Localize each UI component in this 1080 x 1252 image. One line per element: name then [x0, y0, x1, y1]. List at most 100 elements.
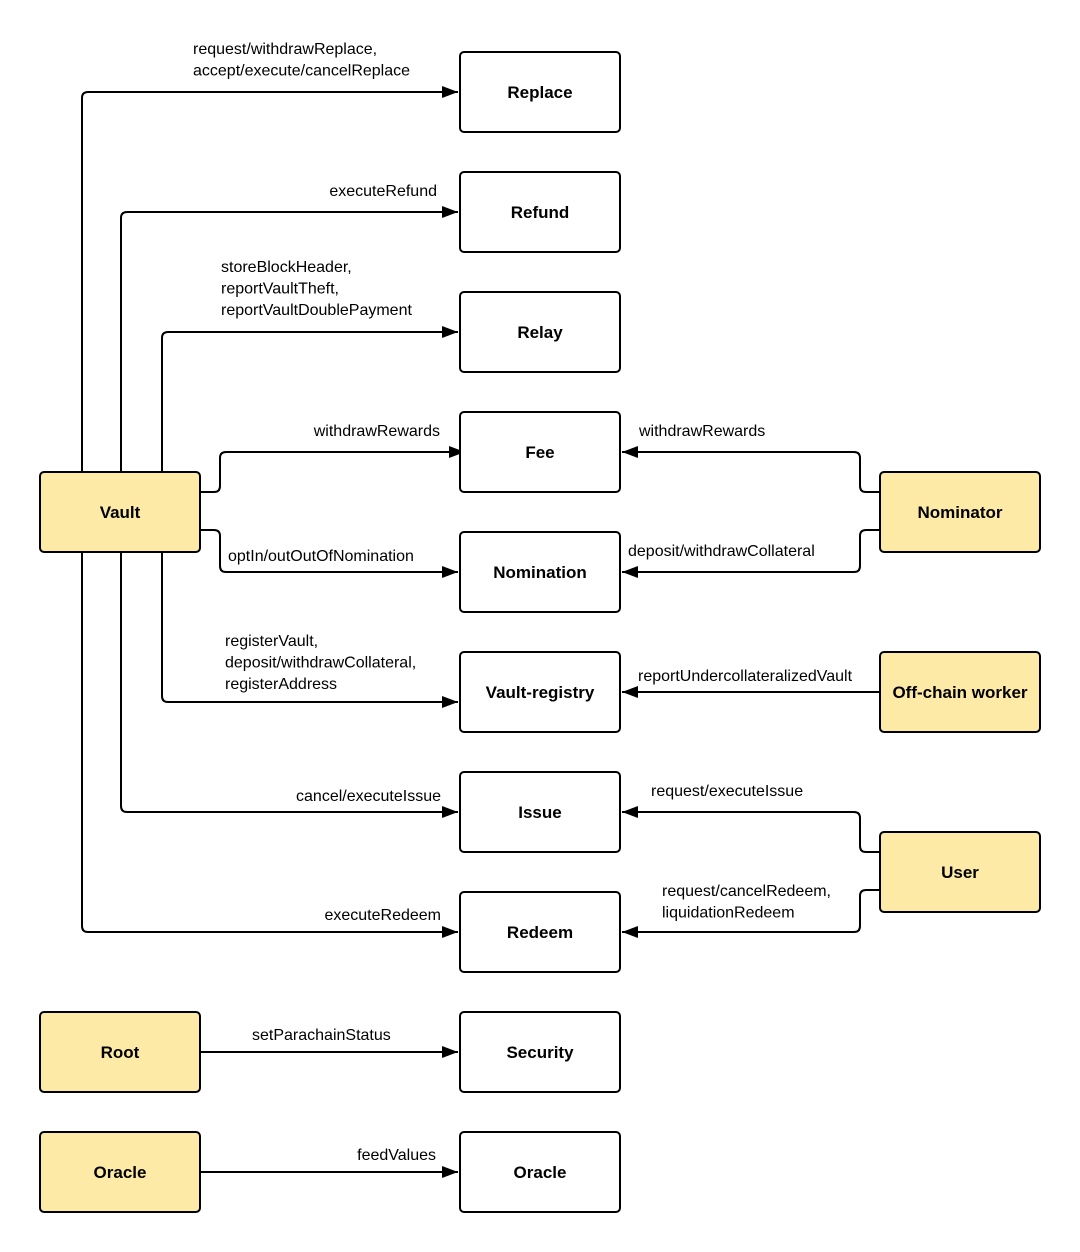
box-shape — [879, 831, 1041, 913]
module-box-redeem: Redeem — [459, 891, 621, 973]
module-box-issue: Issue — [459, 771, 621, 853]
edge-label-line: optIn/outOutOfNomination — [228, 548, 414, 565]
edge-label-line: reportUndercollateralizedVault — [638, 668, 853, 685]
box-shape — [459, 891, 621, 973]
module-box-oracle-module: Oracle — [459, 1131, 621, 1213]
box-shape — [459, 171, 621, 253]
box-shape — [459, 1011, 621, 1093]
box-label: Vault-registry — [486, 683, 595, 702]
edge-label-oracle-oracle: feedValues — [357, 1147, 436, 1164]
box-label: Root — [101, 1043, 140, 1062]
edge-label-nominator-fee: withdrawRewards — [638, 423, 765, 440]
edge-label-user-redeem: request/cancelRedeem,liquidationRedeem — [662, 883, 831, 922]
module-box-relay: Relay — [459, 291, 621, 373]
edge-vault-nomination: optIn/outOutOfNomination — [200, 529, 458, 578]
box-label: Oracle — [94, 1163, 147, 1182]
box-label: User — [941, 863, 979, 882]
edge-vault-vault-registry: registerVault, deposit/withdrawCollateral… — [161, 552, 458, 708]
box-shape — [39, 1131, 201, 1213]
arrow-vault-vault-registry — [161, 552, 458, 708]
box-label: Fee — [525, 443, 554, 462]
edge-label-line: deposit/withdrawCollateral, — [225, 655, 416, 672]
box-label: Replace — [507, 83, 572, 102]
edge-root-security: setParachainStatus — [200, 1027, 458, 1058]
box-label: Security — [506, 1043, 574, 1062]
box-shape — [459, 651, 621, 733]
edge-label-root-security: setParachainStatus — [252, 1027, 391, 1044]
edge-label-line: cancel/executeIssue — [296, 788, 441, 805]
arrow-vault-redeem — [81, 552, 458, 938]
box-label: Relay — [517, 323, 563, 342]
edge-label-vault-redeem: executeRedeem — [324, 907, 441, 924]
edge-label-vault-refund: executeRefund — [329, 183, 437, 200]
module-box-security: Security — [459, 1011, 621, 1093]
edge-label-line: liquidationRedeem — [662, 905, 795, 922]
box-shape — [459, 291, 621, 373]
edge-label-line: request/withdrawReplace, — [193, 41, 377, 58]
box-label: Nominator — [918, 503, 1003, 522]
arrow-vault-relay — [161, 326, 458, 472]
edge-vault-redeem: executeRedeem — [81, 552, 458, 938]
edge-label-line: registerAddress — [225, 676, 337, 693]
edge-vault-fee: withdrawRewards — [200, 423, 465, 493]
edge-oracle-oracle: feedValues — [200, 1147, 458, 1178]
edge-label-vault-vault-registry: registerVault, deposit/withdrawCollateral… — [225, 633, 416, 693]
module-box-vault-registry: Vault-registry — [459, 651, 621, 733]
edge-user-issue: request/executeIssue — [622, 783, 880, 853]
edge-vault-replace: request/withdrawReplace, accept/execute/c… — [81, 41, 458, 472]
edge-label-offchain-vault-registry: reportUndercollateralizedVault — [638, 668, 853, 685]
arrow-user-issue — [622, 806, 880, 853]
arrow-vault-replace — [81, 86, 458, 472]
edge-label-user-issue: request/executeIssue — [651, 783, 803, 800]
actor-box-user: User — [879, 831, 1041, 913]
edge-user-redeem: request/cancelRedeem,liquidationRedeem — [622, 883, 880, 938]
actor-box-offchain: Off-chain worker — [879, 651, 1041, 733]
edge-label-nominator-nomination: deposit/withdrawCollateral — [628, 543, 815, 560]
box-label: Nomination — [493, 563, 587, 582]
box-label: Refund — [511, 203, 570, 222]
edge-label-vault-issue: cancel/executeIssue — [296, 788, 441, 805]
box-label: Off-chain worker — [892, 683, 1027, 702]
arrow-user-redeem — [622, 889, 880, 938]
edge-nominator-fee: withdrawRewards — [622, 423, 880, 493]
box-shape — [459, 411, 621, 493]
module-box-refund: Refund — [459, 171, 621, 253]
box-shape — [459, 771, 621, 853]
edge-label-line: executeRefund — [329, 183, 437, 200]
edge-vault-refund: executeRefund — [120, 183, 458, 472]
box-shape — [459, 1131, 621, 1213]
box-shape — [39, 1011, 201, 1093]
box-shape — [459, 51, 621, 133]
module-box-replace: Replace — [459, 51, 621, 133]
edge-nominator-nomination: deposit/withdrawCollateral — [622, 529, 880, 578]
edge-label-line: reportVaultDoublePayment — [221, 302, 412, 319]
arrow-vault-refund — [120, 206, 458, 472]
arrow-nominator-fee — [622, 446, 880, 493]
edge-label-line: storeBlockHeader, — [221, 259, 352, 276]
actor-box-vault: Vault — [39, 471, 201, 553]
module-box-fee: Fee — [459, 411, 621, 493]
edge-label-line: registerVault, — [225, 633, 318, 650]
actor-box-oracle-actor: Oracle — [39, 1131, 201, 1213]
arrow-nominator-nomination — [622, 529, 880, 578]
edge-label-line: request/executeIssue — [651, 783, 803, 800]
edge-label-vault-replace: request/withdrawReplace, accept/execute/c… — [193, 41, 410, 80]
edge-label-line: accept/execute/cancelReplace — [193, 63, 410, 80]
box-label: Oracle — [514, 1163, 567, 1182]
edge-label-line: feedValues — [357, 1147, 436, 1164]
actor-box-nominator: Nominator — [879, 471, 1041, 553]
arrow-vault-issue — [120, 552, 458, 818]
edge-label-vault-relay: storeBlockHeader,reportVaultTheft,report… — [221, 259, 412, 319]
module-box-nomination: Nomination — [459, 531, 621, 613]
box-label: Redeem — [507, 923, 573, 942]
box-shape — [459, 531, 621, 613]
edge-label-line: withdrawRewards — [638, 423, 765, 440]
box-shape — [879, 651, 1041, 733]
box-shape — [39, 471, 201, 553]
box-shape — [879, 471, 1041, 553]
box-label: Vault — [100, 503, 141, 522]
box-label: Issue — [518, 803, 561, 822]
edge-label-vault-nomination: optIn/outOutOfNomination — [228, 548, 414, 565]
edge-vault-relay: storeBlockHeader,reportVaultTheft,report… — [161, 259, 458, 472]
